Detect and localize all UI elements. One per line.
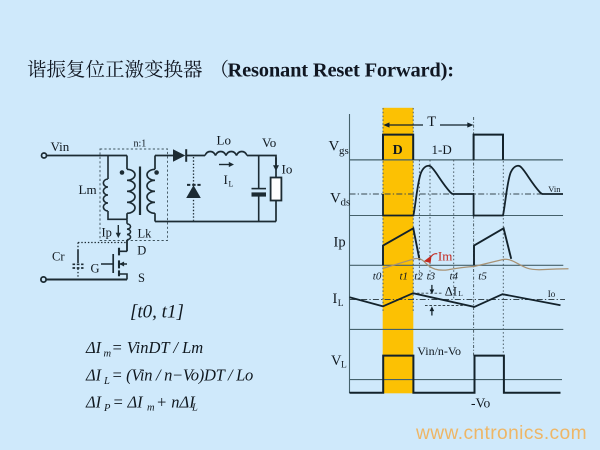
svg-text:[t0, t1]: [t0, t1] [130,301,184,322]
svg-text:S: S [138,271,145,285]
svg-text:t0: t0 [373,270,382,282]
svg-text:L: L [229,180,234,189]
svg-text:Vo: Vo [262,135,276,150]
svg-text:Lo: Lo [217,132,231,147]
svg-text:G: G [91,262,100,276]
svg-text:-Vo: -Vo [471,395,491,410]
svg-text:Resonant Reset Forward):: Resonant Reset Forward): [228,59,454,81]
svg-text:ΔI: ΔI [85,365,103,384]
svg-text:ΔI: ΔI [445,284,457,298]
svg-text:V: V [329,139,340,155]
svg-text:Vin: Vin [548,184,561,194]
svg-text:ΔI: ΔI [85,392,103,411]
svg-text:Vin: Vin [51,139,70,154]
svg-text:t3: t3 [427,270,436,282]
svg-text:m: m [104,348,112,359]
svg-text:Io: Io [548,289,556,299]
svg-text:Ip: Ip [334,235,346,251]
svg-text:t2: t2 [414,270,423,282]
svg-text:Vin/n-Vo: Vin/n-Vo [417,344,461,358]
svg-text:L: L [191,403,198,414]
svg-text:D: D [137,243,146,257]
svg-text:n:1: n:1 [134,138,147,149]
svg-text:I: I [333,291,338,307]
svg-text:Cr: Cr [52,250,65,264]
svg-text:L: L [103,376,110,387]
svg-text:T: T [427,114,436,130]
svg-text:I: I [224,172,228,187]
svg-text:gs: gs [339,145,349,157]
svg-text:L: L [338,299,344,309]
svg-text:Ip: Ip [102,225,112,239]
svg-text:V: V [331,353,342,369]
svg-text:= ΔI: = ΔI [113,392,145,411]
svg-text:t5: t5 [478,270,487,282]
svg-text:1-D: 1-D [432,142,452,157]
svg-text:P: P [103,403,111,414]
svg-text:Im: Im [438,249,452,264]
svg-text:L: L [458,289,463,298]
svg-text:L: L [341,361,347,371]
svg-text:m: m [147,403,155,414]
svg-text:Lk: Lk [138,227,153,241]
svg-text:Lm: Lm [79,182,97,197]
svg-text:t1: t1 [400,270,409,282]
svg-text:+ nΔI: + nΔI [156,392,196,411]
svg-text:Io: Io [282,161,293,176]
svg-text:t4: t4 [450,270,459,282]
svg-text:V: V [330,191,341,207]
svg-text:ΔI: ΔI [85,338,103,357]
svg-text:D: D [393,143,403,158]
svg-text:ds: ds [341,197,351,209]
svg-text:= VinDT / Lm: = VinDT / Lm [112,338,204,357]
svg-text:= (Vin / n−Vo)DT / Lo: = (Vin / n−Vo)DT / Lo [112,365,253,384]
